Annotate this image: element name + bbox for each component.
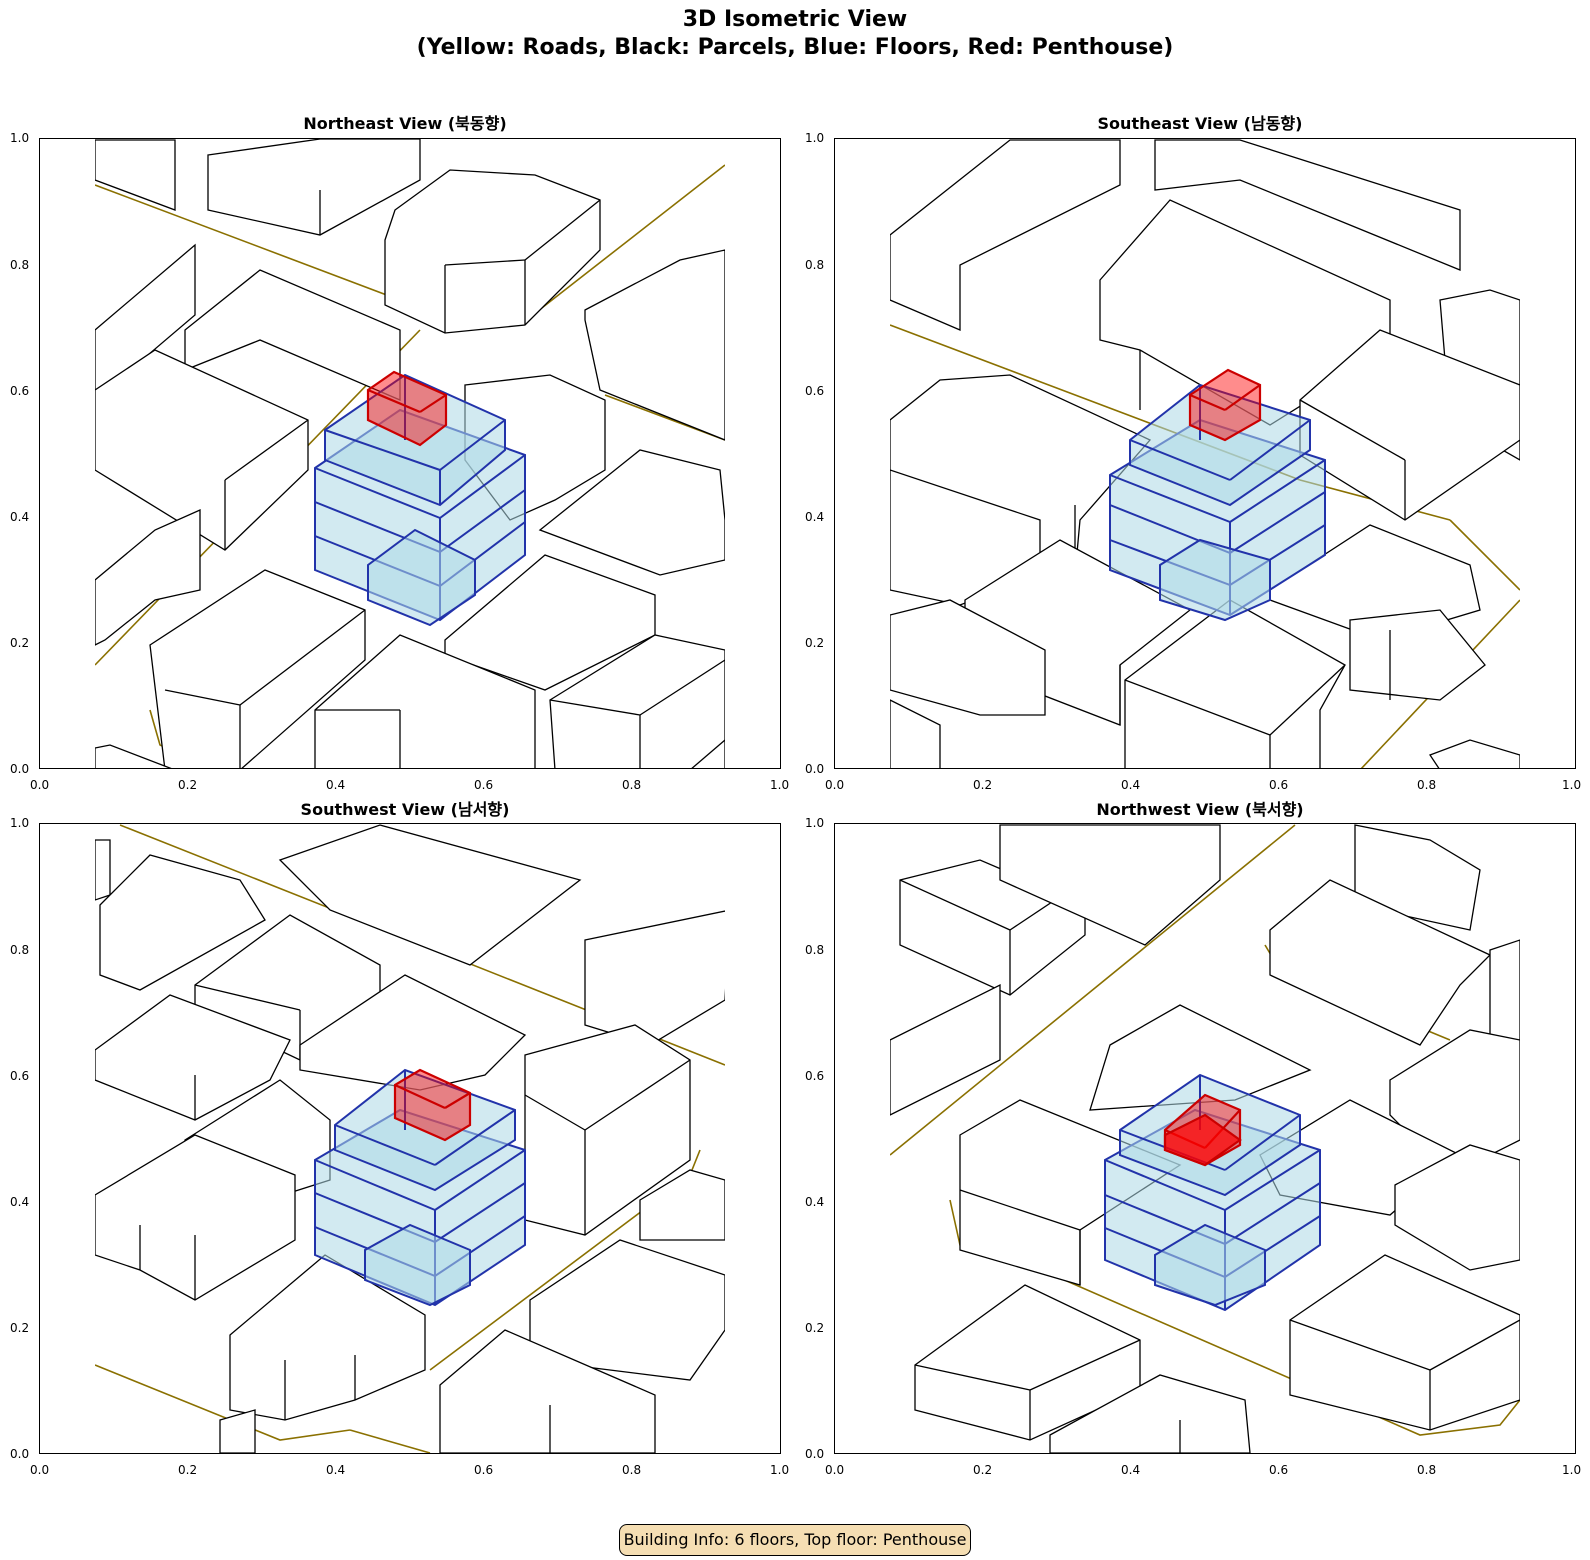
figure-title-line1: 3D Isometric View (682, 7, 908, 32)
ytick-label: 0.4 (805, 1195, 825, 1209)
ytick-label: 1.0 (10, 816, 30, 830)
panel-title-northwest: Northwest View (북서향) (1096, 800, 1304, 819)
penthouse (1163, 1093, 1242, 1167)
xtick-label: 0.0 (30, 1463, 50, 1477)
ytick-label: 0.0 (805, 1447, 825, 1461)
xtick-label: 0.8 (622, 1463, 642, 1477)
xtick-label: 0.0 (825, 778, 845, 792)
building-info-box: Building Info: 6 floors, Top floor: Pent… (619, 1524, 971, 1556)
xtick-label: 0.6 (1269, 778, 1289, 792)
ytick-label: 0.4 (805, 510, 825, 524)
ytick-label: 0.8 (805, 943, 825, 957)
xtick-label: 1.0 (1562, 778, 1582, 792)
ytick-label: 1.0 (10, 131, 30, 145)
xtick-label: 1.0 (770, 1463, 790, 1477)
ytick-label: 0.0 (10, 1447, 30, 1461)
xtick-label: 0.6 (474, 778, 494, 792)
penthouse (366, 370, 448, 447)
ytick-label: 0.2 (805, 636, 825, 650)
ytick-label: 0.8 (805, 258, 825, 272)
xtick-label: 1.0 (770, 778, 790, 792)
xtick-label: 0.6 (474, 1463, 494, 1477)
floors (1109, 383, 1326, 622)
xtick-label: 0.0 (825, 1463, 845, 1477)
ytick-label: 0.6 (805, 1069, 825, 1083)
ytick-label: 0.8 (10, 258, 30, 272)
parcel-buildings (890, 139, 1520, 768)
ytick-label: 0.4 (10, 1195, 30, 1209)
ytick-label: 0.6 (10, 384, 30, 398)
ytick-label: 0.2 (805, 1321, 825, 1335)
xtick-label: 0.2 (178, 778, 198, 792)
ytick-label: 0.0 (10, 762, 30, 776)
xtick-label: 0.8 (622, 778, 642, 792)
ytick-label: 0.0 (805, 762, 825, 776)
ytick-label: 0.6 (10, 1069, 30, 1083)
xtick-label: 0.4 (326, 778, 346, 792)
ytick-label: 0.2 (10, 636, 30, 650)
penthouse (1188, 368, 1262, 442)
xtick-label: 0.8 (1417, 1463, 1437, 1477)
xtick-label: 0.2 (973, 778, 993, 792)
xtick-label: 0.4 (1121, 778, 1141, 792)
panel-title-northeast: Northeast View (북동향) (303, 114, 507, 133)
ytick-label: 0.8 (10, 943, 30, 957)
panel-title-southeast: Southeast View (남동향) (1097, 114, 1303, 133)
penthouse (393, 1068, 472, 1142)
floors (314, 373, 526, 627)
xtick-label: 0.0 (30, 778, 50, 792)
xtick-label: 0.2 (178, 1463, 198, 1477)
parcel-buildings (95, 824, 725, 1453)
panel-title-southwest: Southwest View (남서향) (300, 800, 510, 819)
xtick-label: 0.4 (326, 1463, 346, 1477)
ytick-label: 1.0 (805, 131, 825, 145)
ytick-label: 0.6 (805, 384, 825, 398)
northeast-view (95, 139, 725, 768)
xtick-label: 0.2 (973, 1463, 993, 1477)
xtick-label: 0.6 (1269, 1463, 1289, 1477)
xtick-label: 1.0 (1562, 1463, 1582, 1477)
northwest-view (890, 824, 1520, 1453)
southwest-view (95, 824, 725, 1453)
ytick-label: 0.2 (10, 1321, 30, 1335)
figure-title-line2: (Yellow: Roads, Black: Parcels, Blue: Fl… (416, 35, 1174, 60)
ytick-label: 1.0 (805, 816, 825, 830)
southeast-view (890, 139, 1520, 768)
xtick-label: 0.8 (1417, 778, 1437, 792)
ytick-label: 0.4 (10, 510, 30, 524)
xtick-label: 0.4 (1121, 1463, 1141, 1477)
floors (1104, 1073, 1321, 1312)
